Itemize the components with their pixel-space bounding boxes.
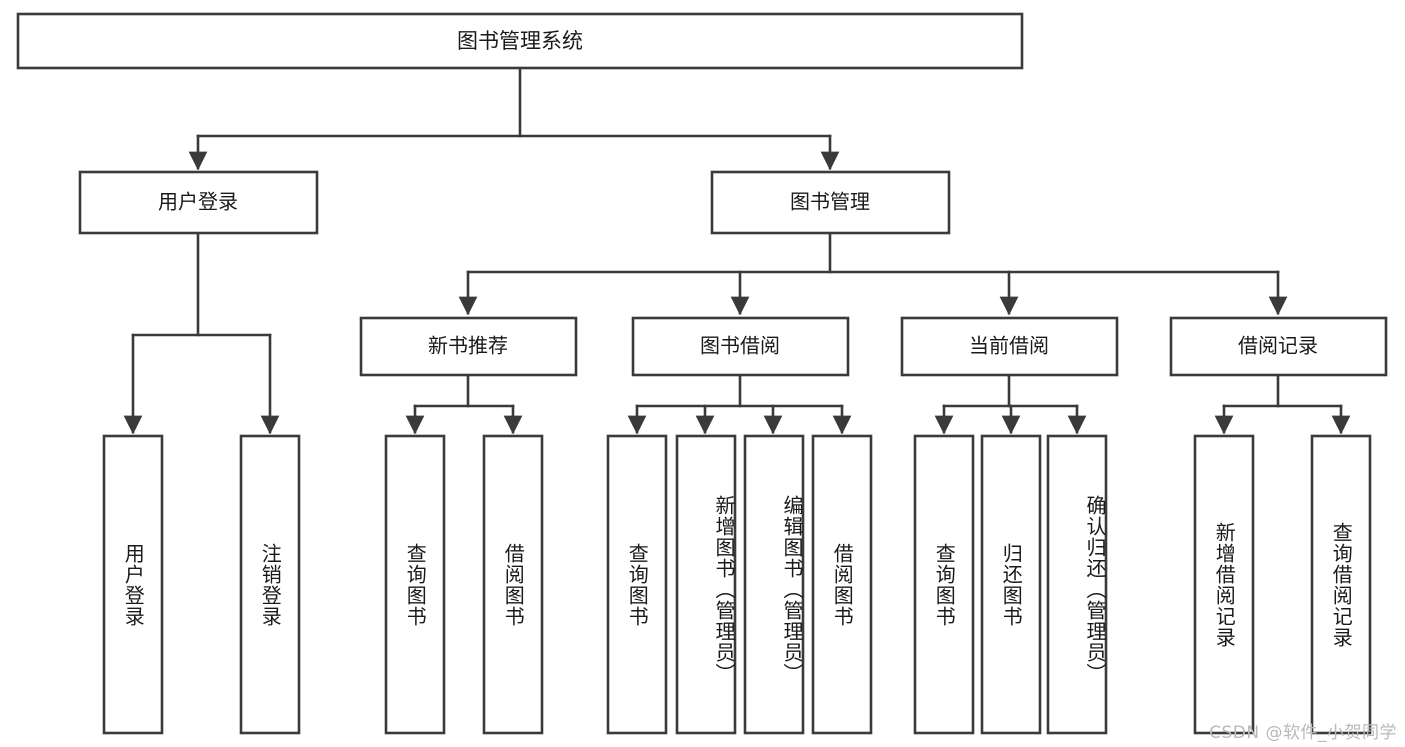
leaf-box-user-login-0[interactable] <box>102 434 164 735</box>
node-user-login-label: 用户登录 <box>158 190 238 214</box>
leaf-box-book-borrow-2[interactable] <box>743 434 805 735</box>
node-root-box[interactable] <box>16 12 1024 70</box>
node-book-borrow-box[interactable] <box>631 316 850 377</box>
leaf-box-book-borrow-1[interactable] <box>675 434 737 735</box>
node-new-book-rec-label: 新书推荐 <box>428 334 508 358</box>
leaf-box-current-borrow-2[interactable] <box>1046 434 1108 735</box>
nodes-layer: 图书管理系统 用户登录 图书管理 新书推荐 图书借阅 当前借阅 借阅记录 <box>16 12 1388 735</box>
leaf-box-current-borrow-1[interactable] <box>980 434 1042 735</box>
node-user-login-box[interactable] <box>78 170 319 235</box>
node-book-manage-label: 图书管理 <box>790 190 870 214</box>
leaf-box-new-book-rec-1[interactable] <box>482 434 544 735</box>
watermark-text: CSDN @软件_小贺同学 <box>1209 723 1397 743</box>
node-current-borrow-box[interactable] <box>900 316 1119 377</box>
leaf-box-new-book-rec-0[interactable] <box>384 434 446 735</box>
edges-layer <box>123 66 1351 435</box>
node-root-label: 图书管理系统 <box>457 29 583 53</box>
node-new-book-rec-box[interactable] <box>359 316 578 377</box>
leaf-box-borrow-record-0[interactable] <box>1193 434 1255 735</box>
node-book-manage-box[interactable] <box>710 170 951 235</box>
leaf-box-borrow-record-1[interactable] <box>1310 434 1372 735</box>
node-current-borrow-label: 当前借阅 <box>969 334 1049 358</box>
leaf-box-book-borrow-0[interactable] <box>606 434 668 735</box>
node-borrow-record-box[interactable] <box>1169 316 1388 377</box>
leaf-box-user-login-1[interactable] <box>239 434 301 735</box>
leaf-box-book-borrow-3[interactable] <box>811 434 873 735</box>
node-book-borrow-label: 图书借阅 <box>700 334 780 358</box>
node-borrow-record-label: 借阅记录 <box>1238 334 1318 358</box>
leaf-box-current-borrow-0[interactable] <box>913 434 975 735</box>
